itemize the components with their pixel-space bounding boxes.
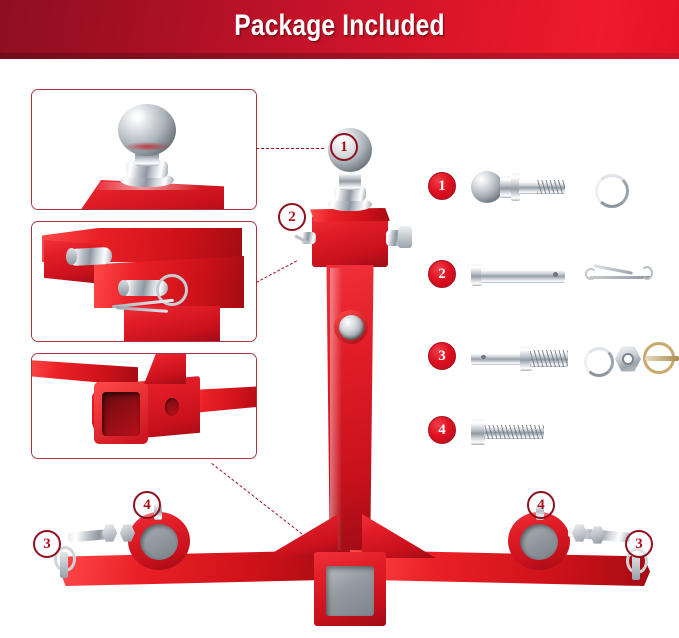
part-1-shank	[519, 180, 539, 194]
callout-marker-4-left-label: 4	[143, 497, 151, 513]
callout-marker-3-left[interactable]: 3	[33, 530, 61, 558]
part-3-bolt-shank	[471, 352, 523, 365]
part-2-items	[467, 246, 677, 308]
pin-upper-end	[66, 248, 77, 265]
bracket-mast	[124, 306, 220, 341]
part-3-washer	[584, 347, 614, 377]
right-linch-pin-body	[632, 554, 640, 580]
header-banner: Package Included	[0, 0, 679, 59]
part-badge-4: 4	[428, 416, 456, 444]
callout-marker-1[interactable]: 1	[330, 133, 358, 161]
part-1-ball	[471, 171, 503, 203]
part-1-shoulder	[500, 176, 512, 198]
callout-marker-2-label: 2	[288, 209, 296, 225]
parts-list: 1 2	[425, 158, 679, 458]
callout-marker-1-label: 1	[340, 139, 348, 155]
mast-hole-bushing	[339, 315, 364, 340]
hairpin-clip-loop	[156, 274, 188, 306]
receiver-side-hole	[165, 398, 179, 416]
callout-marker-4-left[interactable]: 4	[133, 491, 161, 519]
detail-photo-receiver-tube	[31, 353, 257, 459]
part-row-4: 4	[425, 402, 679, 464]
part-row-3: 3	[425, 328, 679, 390]
callout-marker-4-right-label: 4	[537, 497, 545, 513]
part-badge-3: 3	[428, 342, 456, 370]
part-1-items	[467, 158, 677, 220]
product-head-block	[312, 215, 388, 267]
bottom-receiver-opening	[326, 566, 374, 616]
part-1-thread	[537, 180, 565, 194]
part-2-pin-head	[471, 264, 483, 286]
part-4-bolt-thread	[484, 425, 544, 439]
part-2-pin-shaft	[481, 268, 565, 283]
part-3-bolt-hole	[481, 355, 486, 359]
part-2-pin-hole	[553, 272, 558, 277]
part-3-linchpin-shaft	[645, 356, 679, 361]
part-2-hairpin-leg-1	[589, 276, 651, 279]
part-4-items	[467, 402, 677, 464]
callout-marker-2[interactable]: 2	[278, 203, 306, 231]
product-ball-flange	[328, 198, 372, 211]
callout-marker-3-right[interactable]: 3	[625, 530, 653, 558]
detail-photo-pin-clip	[31, 221, 257, 342]
part-1-washer	[595, 174, 629, 208]
page-title: Package Included	[234, 9, 445, 42]
left-linch-pin-body	[60, 552, 68, 578]
part-2-hairpin-bend	[585, 268, 597, 280]
receiver-gusset	[144, 354, 186, 384]
sleeve-left-bore	[140, 524, 178, 560]
connector-line-ball	[256, 148, 324, 149]
part-3-bolt-thread	[530, 350, 568, 367]
part-badge-1: 1	[428, 172, 456, 200]
callout-marker-4-right[interactable]: 4	[527, 491, 555, 519]
part-2-hairpin-tip	[641, 266, 653, 280]
ball-specular-highlight	[128, 110, 148, 123]
part-1-flange	[511, 173, 520, 201]
part-4-bolt-head	[471, 419, 485, 445]
part-3-hexnut-bore	[622, 353, 634, 365]
right-end-nut-b	[590, 526, 605, 544]
head-side-bolt-head	[398, 226, 412, 248]
part-2-hairpin-leg-2	[593, 264, 633, 275]
callout-marker-3-left-label: 3	[43, 536, 51, 552]
part-badge-2-label: 2	[438, 266, 446, 282]
part-row-1: 1	[425, 158, 679, 220]
mast-highlight	[330, 268, 342, 550]
part-badge-1-label: 1	[438, 178, 446, 194]
part-3-bolt-collar	[520, 346, 532, 371]
pin-lower-end	[118, 280, 129, 296]
part-3-items	[467, 328, 679, 390]
left-end-nut-b	[120, 524, 135, 542]
part-badge-2: 2	[428, 260, 456, 288]
callout-marker-3-right-label: 3	[635, 536, 643, 552]
ball-red-reflection	[124, 142, 170, 151]
detail-photo-hitch-ball	[31, 89, 257, 210]
left-end-nut-a	[102, 524, 117, 542]
part-badge-4-label: 4	[438, 422, 446, 438]
right-end-nut-a	[572, 524, 587, 542]
receiver-opening-inner	[102, 392, 140, 436]
product-ball-neck	[339, 170, 361, 190]
product-head-block-top	[310, 208, 390, 222]
pin-clip-photo	[32, 222, 256, 341]
part-badge-3-label: 3	[438, 348, 446, 364]
part-row-2: 2	[425, 246, 679, 308]
hitch-ball-photo	[32, 90, 256, 209]
receiver-tube-photo	[32, 354, 256, 458]
sleeve-right-bore	[520, 524, 558, 560]
product-illustration	[54, 100, 679, 630]
